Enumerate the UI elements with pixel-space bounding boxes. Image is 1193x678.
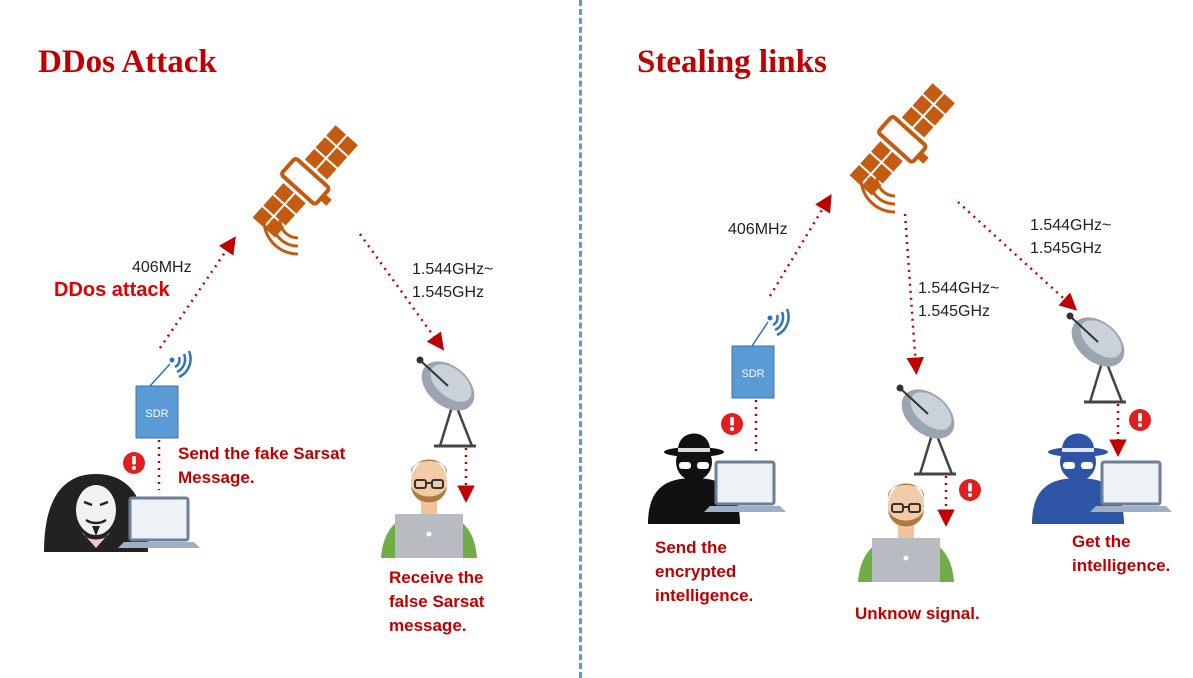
alert-icon xyxy=(721,413,743,435)
receiver-caption: Receive the false Sarsat message. xyxy=(389,568,485,635)
downlink-frequency-receiver: 1.544GHz~ 1.545GHz xyxy=(918,280,1000,320)
alert-icon xyxy=(123,452,145,474)
left-panel-title: DDos Attack xyxy=(38,44,217,80)
downlink-arrow xyxy=(358,233,445,351)
dish-antenna-icon xyxy=(1060,305,1136,404)
spy-caption: Get the intelligence. xyxy=(1072,532,1171,575)
uplink-arrow xyxy=(768,194,832,297)
dish-antenna-icon xyxy=(410,349,486,448)
alert-icon xyxy=(1129,409,1151,431)
downlink-frequency-spy: 1.544GHz~ 1.545GHz xyxy=(1030,217,1112,257)
uplink-arrow xyxy=(158,236,236,349)
uplink-frequency: 406MHz xyxy=(728,221,788,238)
wifi-signal-icon xyxy=(766,307,790,337)
sdr-device xyxy=(135,385,179,439)
dish-antenna-icon xyxy=(890,377,966,476)
receiver-caption: Unknow signal. xyxy=(855,604,980,623)
uplink-frequency: 406MHz xyxy=(132,259,192,276)
laptop-icon xyxy=(702,460,788,514)
laptop-icon xyxy=(116,496,202,550)
user-with-laptop-icon xyxy=(380,458,478,559)
antenna-line xyxy=(149,363,171,387)
user-with-laptop-icon xyxy=(857,482,955,583)
antenna-line xyxy=(751,321,769,347)
downlink-arrow-receiver xyxy=(903,213,924,375)
sdr-device xyxy=(731,345,775,399)
satellite-icon xyxy=(841,75,970,214)
attacker-caption: Send the fake Sarsat Message. xyxy=(178,444,346,487)
sender-caption: Send the encrypted intelligence. xyxy=(655,538,754,605)
wifi-signal-icon xyxy=(168,349,192,379)
sdr-label: SDR xyxy=(741,368,764,380)
panel-divider xyxy=(579,0,582,678)
downlink-arrow-spy xyxy=(957,201,1078,311)
laptop-icon xyxy=(1088,460,1174,514)
right-panel-title: Stealing links xyxy=(637,44,827,80)
downlink-frequency: 1.544GHz~ 1.545GHz xyxy=(412,261,494,301)
ddos-attack-label: DDos attack xyxy=(54,279,170,301)
sdr-label: SDR xyxy=(145,408,168,420)
satellite-icon xyxy=(244,117,373,256)
alert-icon xyxy=(959,479,981,501)
